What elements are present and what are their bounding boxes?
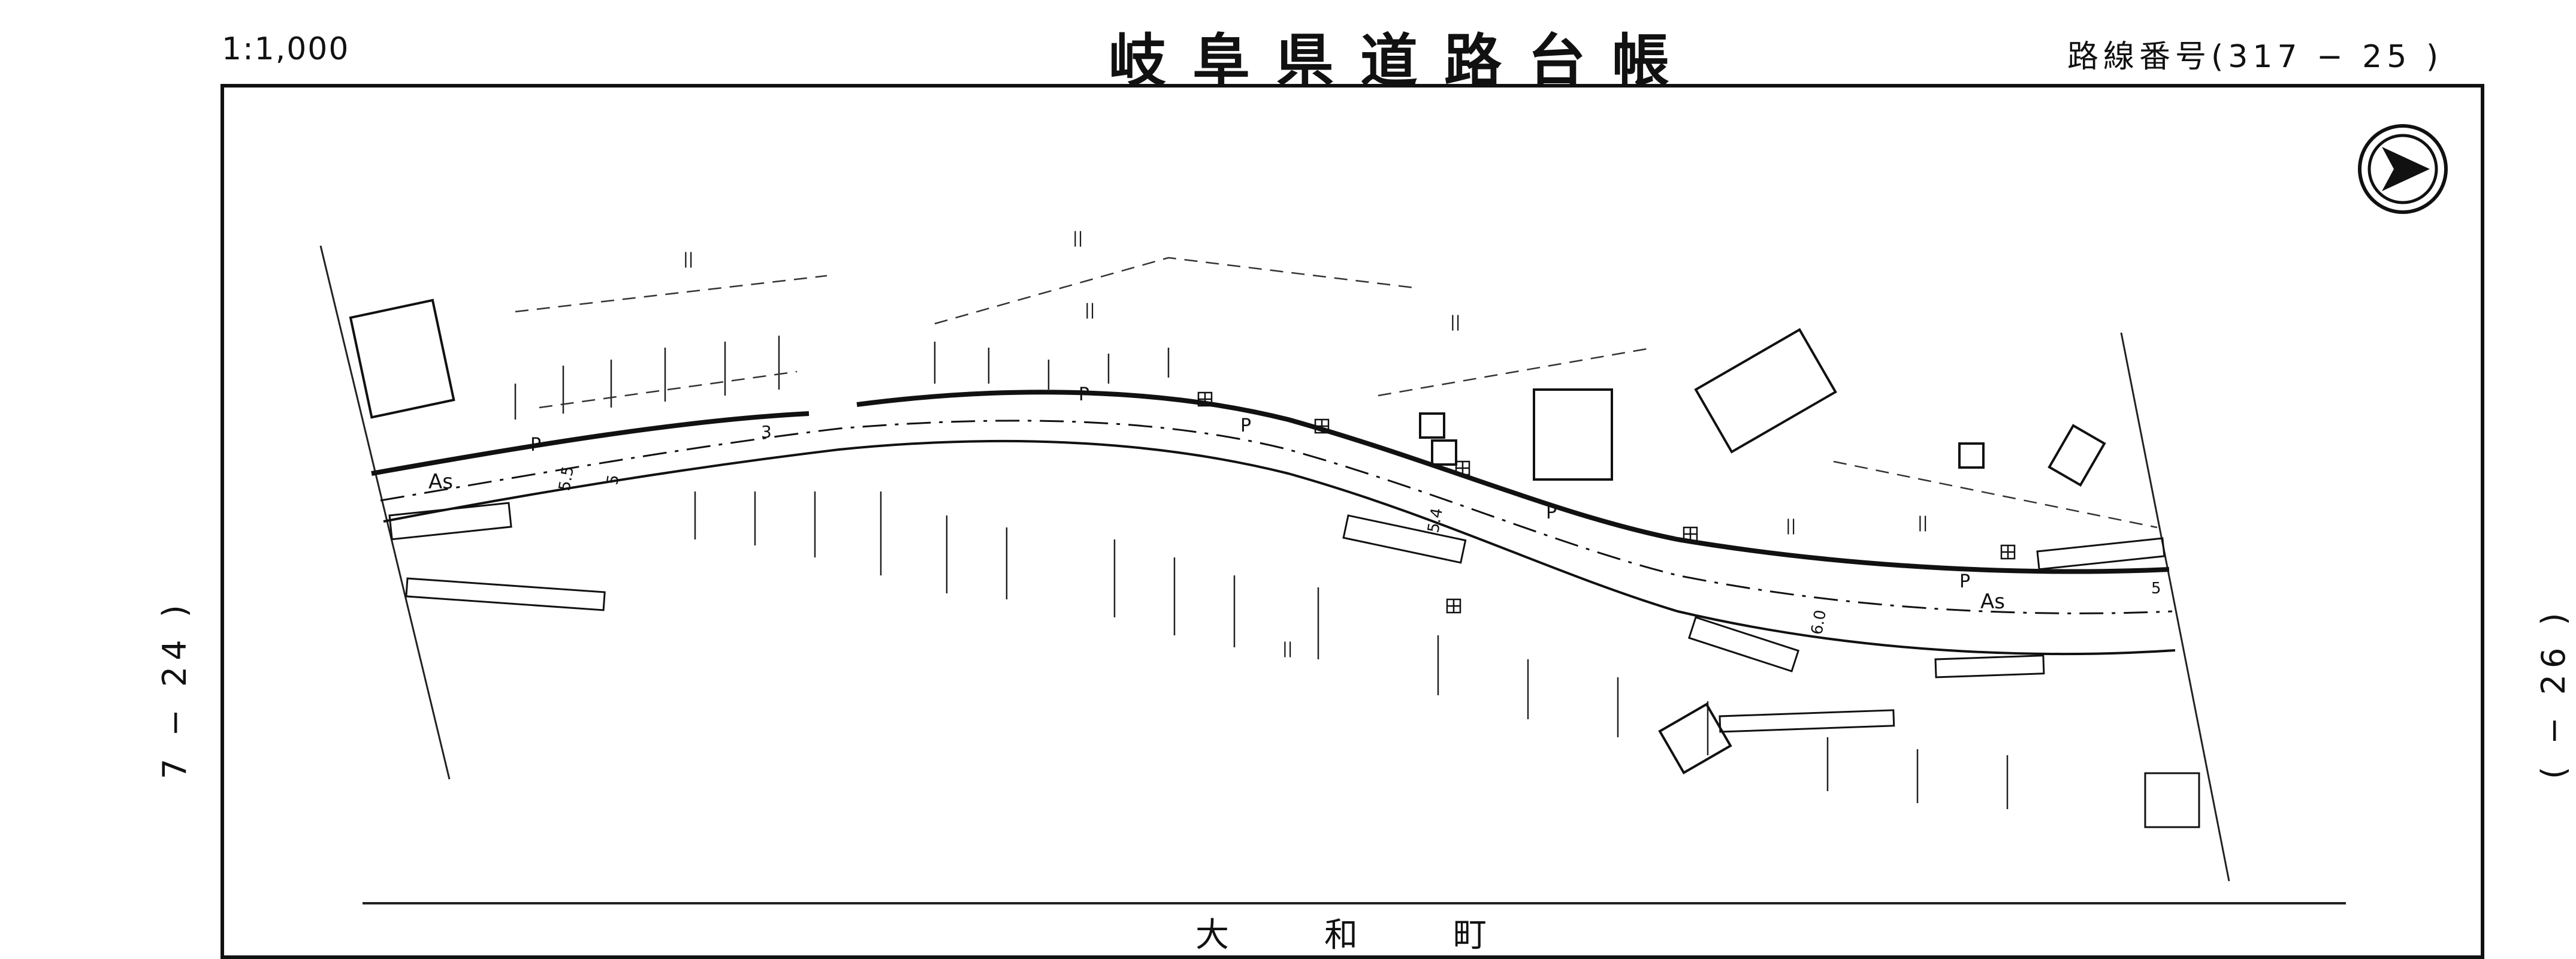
pavement-label-as-left: As xyxy=(428,470,453,494)
paddy-symbol: || xyxy=(1085,301,1095,319)
pavement-label-p5: P xyxy=(1959,571,1970,592)
town-name-char: 和 xyxy=(1324,916,1358,955)
pavement-label-p3: P xyxy=(1240,415,1251,436)
page-title: 岐阜県道路台帳 xyxy=(1109,28,1696,95)
map-scale: 1:1,000 xyxy=(222,31,350,67)
paddy-symbol: || xyxy=(1917,514,1928,532)
survey-boundary xyxy=(319,245,2230,882)
paddy-symbols: || || || || || || || xyxy=(683,229,1928,658)
paddy-symbol: || xyxy=(1073,229,1083,247)
route-number: 路線番号(317 − 25 ) xyxy=(2067,39,2444,75)
roadside-hatching xyxy=(388,502,2200,828)
paddy-symbol: || xyxy=(1282,640,1293,658)
town-name-char: 町 xyxy=(1453,916,1487,955)
town-name-char: 大 xyxy=(1195,916,1229,955)
width-label-3: 3 xyxy=(761,422,772,442)
pavement-label-as-right: As xyxy=(1980,590,2005,614)
pavement-label-p4: P xyxy=(1546,502,1557,523)
utility-markers xyxy=(1197,391,2016,614)
width-label-6-0: 6.0 xyxy=(1808,608,1830,636)
width-label-5-4: 5.4 xyxy=(1424,506,1446,534)
slope-marks xyxy=(514,336,2009,809)
town-underline xyxy=(363,902,2346,904)
width-label-5-5: 5.5 xyxy=(555,465,578,492)
road-labels: As As P P P P P 3 5.5 5 5.4 6.0 5 xyxy=(428,384,2161,636)
road-edges xyxy=(371,390,2176,656)
buildings xyxy=(349,298,2106,775)
paddy-symbol: || xyxy=(683,250,694,268)
field-boundaries xyxy=(515,257,2158,529)
pavement-label-p2: P xyxy=(1079,384,1089,405)
pavement-label-p1: P xyxy=(530,435,541,456)
width-label-5-right: 5 xyxy=(2151,580,2161,598)
north-arrow-icon xyxy=(2358,124,2448,214)
paddy-symbol: || xyxy=(1450,313,1461,331)
width-label-5: 5 xyxy=(603,474,623,487)
paddy-symbol: || xyxy=(1786,517,1796,535)
